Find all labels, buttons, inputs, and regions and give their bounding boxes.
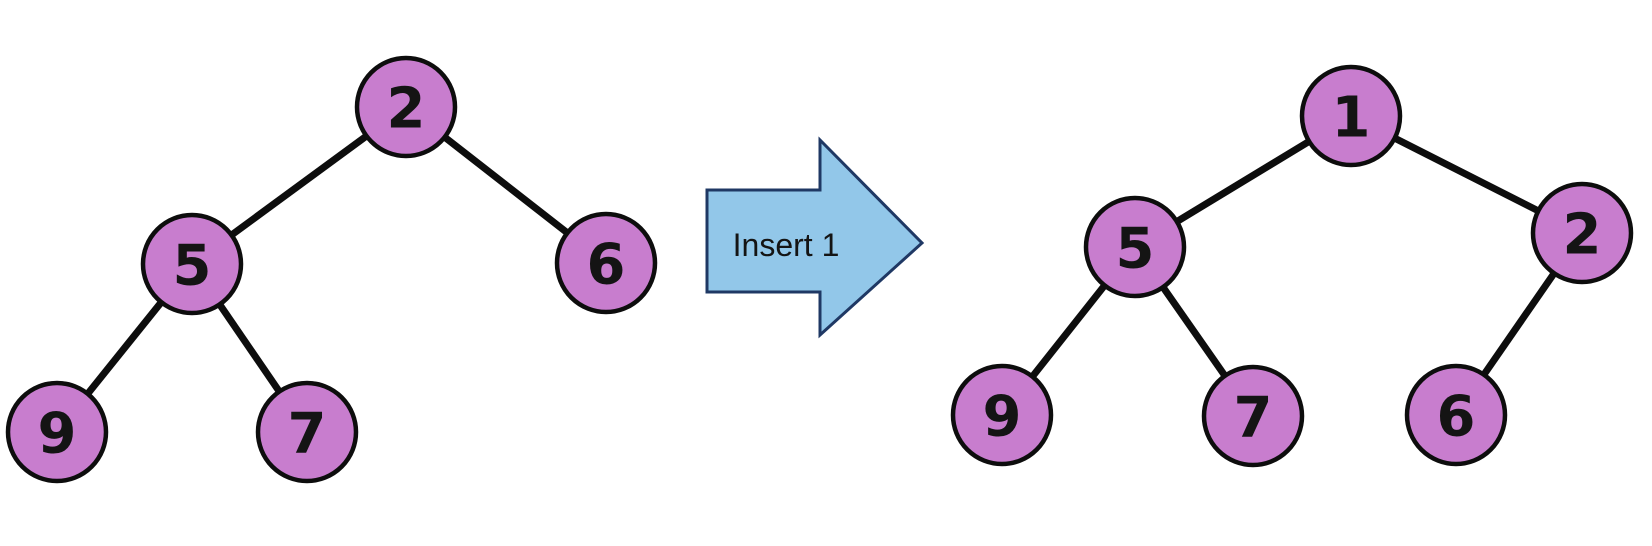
tree-node-label: 6 bbox=[1437, 385, 1476, 450]
tree-node-9 bbox=[950, 363, 1054, 467]
tree-node-7 bbox=[255, 380, 359, 484]
tree-node-label: 5 bbox=[173, 234, 212, 299]
tree-node-2 bbox=[1530, 181, 1634, 285]
tree-node-label: 7 bbox=[1234, 386, 1273, 451]
tree-node-label: 9 bbox=[983, 385, 1022, 450]
tree-node-label: 2 bbox=[1563, 203, 1602, 268]
tree-node-label: 2 bbox=[387, 77, 426, 142]
insert-arrow bbox=[705, 136, 925, 339]
tree-node-label: 5 bbox=[1116, 217, 1155, 282]
tree-before-insert: 2 5 6 9 7 bbox=[5, 55, 658, 484]
tree-node-7 bbox=[1201, 364, 1305, 468]
tree-node-1 bbox=[1299, 64, 1403, 168]
tree-node-label: 7 bbox=[288, 402, 327, 467]
tree-node-2 bbox=[354, 55, 458, 159]
tree-node-6 bbox=[554, 211, 658, 315]
insert-arrow-label: Insert 1 bbox=[733, 227, 840, 263]
tree-node-label: 1 bbox=[1332, 86, 1371, 151]
tree-node-label: 6 bbox=[587, 233, 626, 298]
tree-node-5 bbox=[140, 212, 244, 316]
tree-node-6 bbox=[1404, 363, 1508, 467]
tree-node-9 bbox=[5, 380, 109, 484]
tree-node-5 bbox=[1083, 195, 1187, 299]
tree-node-label: 9 bbox=[38, 402, 77, 467]
tree-after-insert: 1 5 2 9 7 6 bbox=[950, 64, 1634, 468]
